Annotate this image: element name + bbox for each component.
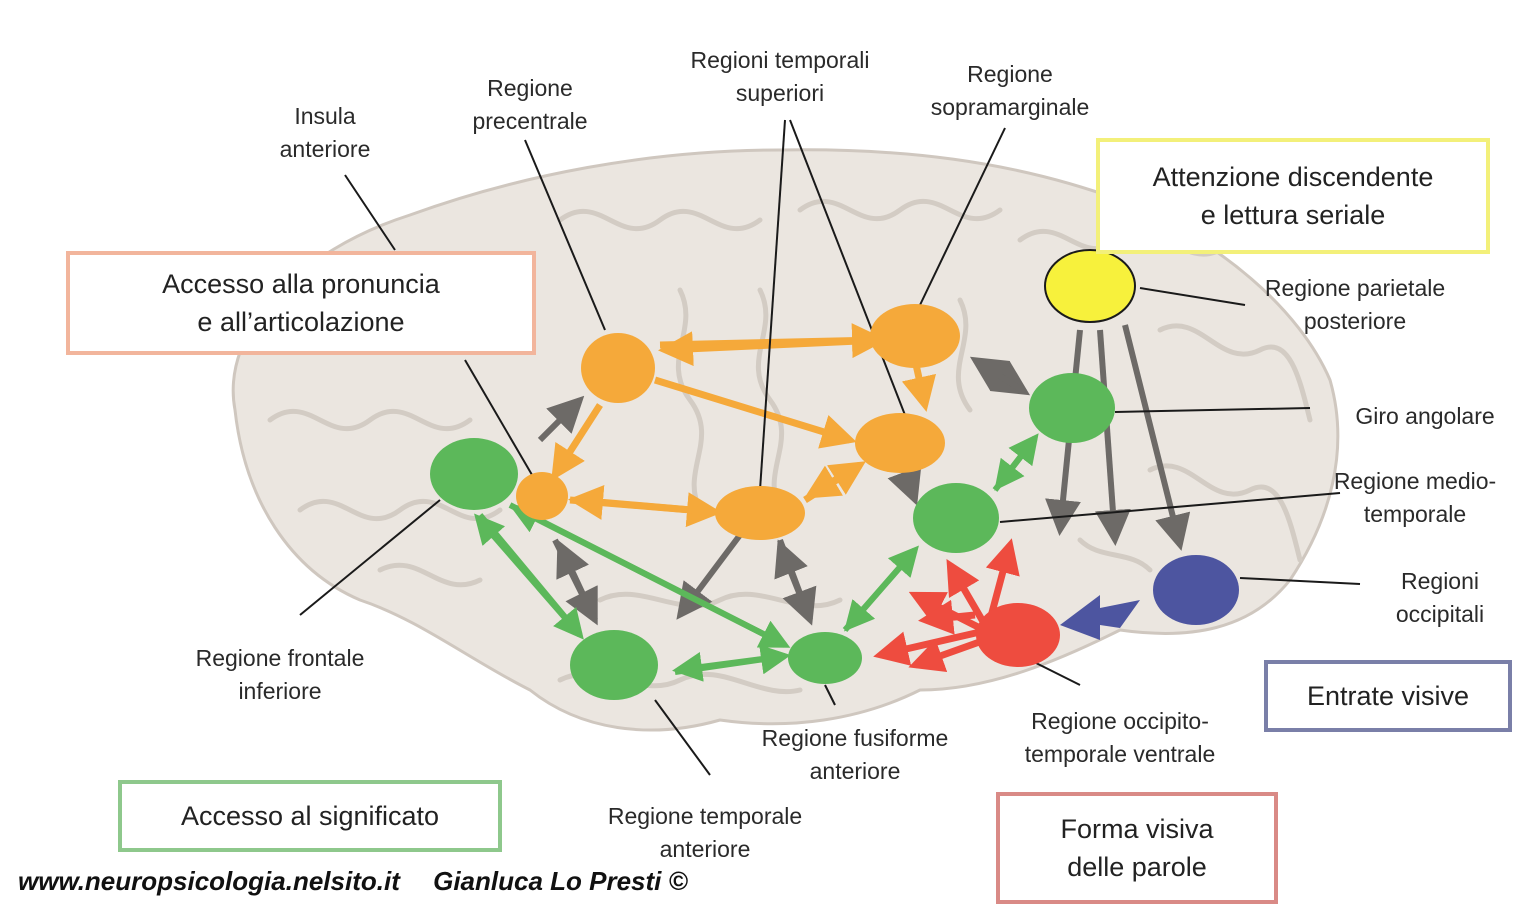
- node-fusiforme-anteriore: [788, 632, 862, 684]
- label-giro-angolare: Giro angolare: [1325, 400, 1525, 433]
- node-temporale-superiore-posteriore: [855, 413, 945, 473]
- label-regione-fusiforme-anteriore: Regione fusiforme anteriore: [725, 722, 985, 788]
- label-regione-occipito-temporale-ventrale: Regione occipito- temporale ventrale: [990, 705, 1250, 771]
- label-insula-anteriore: Insula anteriore: [245, 100, 405, 166]
- box-attenzione-discendente: Attenzione discendente e lettura seriale: [1096, 138, 1490, 254]
- label-regione-precentrale: Regione precentrale: [430, 72, 630, 138]
- node-frontale-inferiore: [430, 438, 518, 510]
- box-accesso-pronuncia: Accesso alla pronuncia e all’articolazio…: [66, 251, 536, 355]
- credit-website: www.neuropsicologia.nelsito.it: [18, 866, 400, 896]
- credit-author: Gianluca Lo Presti ©: [433, 866, 688, 896]
- node-sopramarginale: [870, 304, 960, 368]
- label-regioni-occipitali: Regioni occipitali: [1360, 565, 1520, 631]
- leader-line: [1030, 660, 1080, 685]
- box-accesso-significato: Accesso al significato: [118, 780, 502, 852]
- node-precentrale: [581, 333, 655, 403]
- node-occipito-temporale: [976, 603, 1060, 667]
- node-temporale-anteriore: [570, 630, 658, 700]
- label-regione-frontale-inferiore: Regione frontale inferiore: [160, 642, 400, 708]
- node-occipitali: [1153, 555, 1239, 625]
- label-regione-medio-temporale: Regione medio- temporale: [1310, 465, 1520, 531]
- node-temporale-superiore-anteriore: [715, 486, 805, 540]
- node-giro-angolare: [1029, 373, 1115, 443]
- label-regioni-temporali-superiori: Regioni temporali superiori: [650, 44, 910, 110]
- node-insula: [516, 472, 568, 520]
- label-regione-sopramarginale: Regione sopramarginale: [895, 58, 1125, 124]
- box-forma-visiva: Forma visiva delle parole: [996, 792, 1278, 904]
- node-medio-temporale: [913, 483, 999, 553]
- node-parietale-posteriore: [1045, 250, 1135, 322]
- box-entrate-visive: Entrate visive: [1264, 660, 1512, 732]
- label-regione-temporale-anteriore: Regione temporale anteriore: [570, 800, 840, 866]
- label-regione-parietale-posteriore: Regione parietale posteriore: [1235, 272, 1475, 338]
- red-arrow: [925, 615, 975, 620]
- credit-line: www.neuropsicologia.nelsito.it Gianluca …: [18, 866, 714, 897]
